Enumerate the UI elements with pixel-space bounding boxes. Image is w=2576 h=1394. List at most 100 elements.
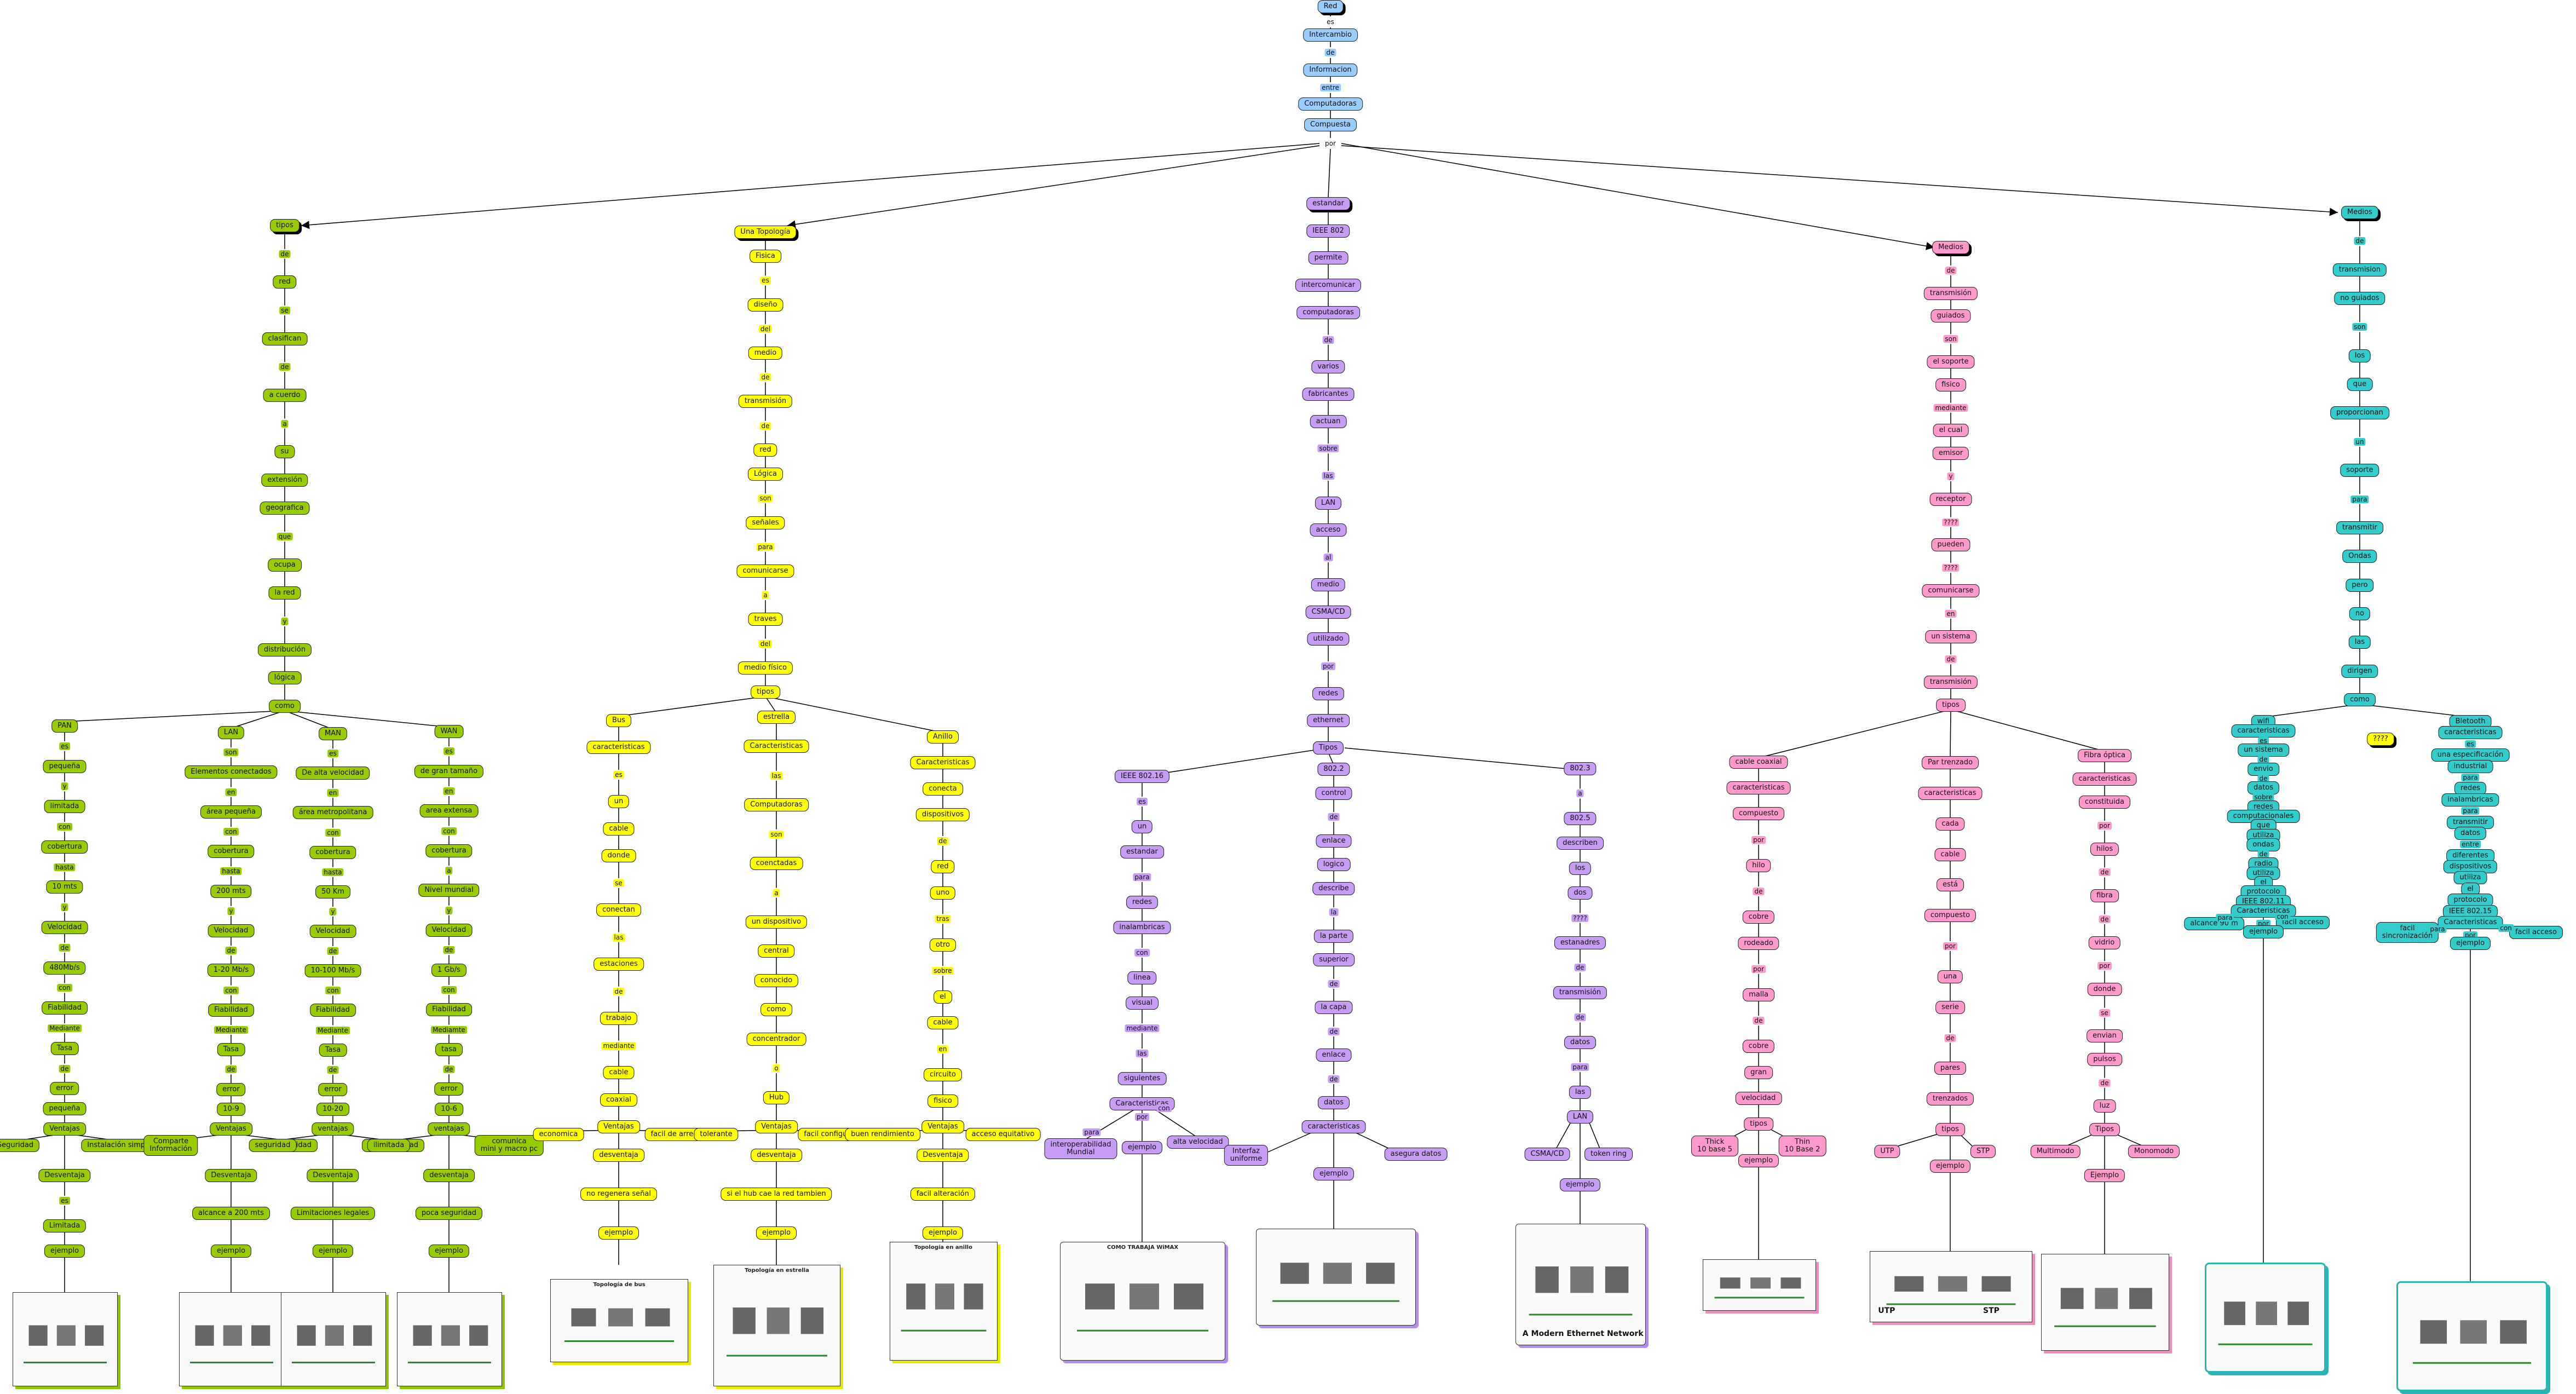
- concept-ventajas[interactable]: Ventajas: [755, 1120, 798, 1133]
- concept-802-2[interactable]: 802.2: [1317, 763, 1350, 776]
- concept-estandar[interactable]: estandar: [1306, 197, 1350, 210]
- concept-el-soporte[interactable]: el soporte: [1927, 355, 1975, 368]
- link-label-mediante[interactable]: mediante: [1933, 404, 1968, 412]
- link-label-de[interactable]: de: [279, 363, 291, 371]
- link-label-para[interactable]: para: [1133, 873, 1151, 881]
- concept-datos[interactable]: datos: [1564, 1035, 1597, 1049]
- link-label-sobre[interactable]: sobre: [932, 967, 954, 975]
- link-label-para[interactable]: para: [2428, 925, 2447, 933]
- concept-donde[interactable]: donde: [601, 849, 636, 863]
- concept-limitaciones-legales[interactable]: Limitaciones legales: [290, 1207, 376, 1220]
- concept-facil-alteracion[interactable]: facil alteración: [910, 1188, 975, 1201]
- concept-economica[interactable]: economica: [533, 1128, 584, 1141]
- concept-transmitir[interactable]: transmitir: [2336, 521, 2383, 534]
- link-label-y[interactable]: y: [61, 903, 68, 912]
- concept-distribucion[interactable]: distribución: [257, 643, 312, 656]
- concept-seguridad[interactable]: Seguridad: [0, 1139, 40, 1152]
- concept-802-3[interactable]: 802.3: [1564, 762, 1597, 775]
- link-label-de[interactable]: de: [59, 1064, 71, 1073]
- concept-enlace[interactable]: enlace: [1316, 834, 1352, 848]
- concept-esta[interactable]: está: [1937, 878, 1964, 892]
- link-label-las[interactable]: las: [1322, 472, 1335, 480]
- concept-ejemplo[interactable]: ejemplo: [44, 1245, 85, 1258]
- link-label-para[interactable]: para: [2216, 914, 2234, 921]
- concept-fabricantes[interactable]: fabricantes: [1302, 387, 1355, 401]
- link-label-de[interactable]: de: [1328, 1027, 1340, 1035]
- link-label-con[interactable]: con: [2498, 924, 2514, 932]
- concept-transmision[interactable]: transmisión: [1553, 986, 1607, 999]
- link-label-y[interactable]: y: [227, 907, 235, 915]
- concept-como[interactable]: como: [760, 1003, 792, 1017]
- concept-medio[interactable]: medio: [748, 347, 783, 360]
- concept-siguientes[interactable]: siguientes: [1117, 1072, 1167, 1085]
- concept-vidrio[interactable]: vidrio: [2088, 936, 2121, 949]
- concept-fiabilidad[interactable]: Fiabilidad: [426, 1003, 472, 1017]
- link-label-a[interactable]: a: [773, 889, 780, 897]
- concept-donde[interactable]: donde: [2087, 982, 2122, 996]
- concept-fiabilidad[interactable]: Fiabilidad: [208, 1003, 254, 1017]
- concept-ejemplo[interactable]: ejemplo: [1738, 1154, 1779, 1167]
- concept-fibra-optica[interactable]: Fibra óptica: [2078, 749, 2131, 762]
- concept-extension[interactable]: extensión: [261, 473, 308, 487]
- concept-coaxial[interactable]: coaxial: [600, 1093, 637, 1107]
- link-label-de[interactable]: de: [443, 1065, 455, 1074]
- concept-una-especificacion[interactable]: una especificación: [2431, 748, 2510, 762]
- link-label-y[interactable]: y: [445, 906, 453, 914]
- link-label-se[interactable]: se: [2099, 1009, 2110, 1017]
- concept-como[interactable]: como: [269, 700, 301, 713]
- concept-ejemplo[interactable]: ejemplo: [428, 1245, 470, 1258]
- concept-ocupa[interactable]: ocupa: [268, 558, 302, 572]
- link-label-en[interactable]: en: [225, 788, 237, 796]
- concept-protocolo[interactable]: protocolo: [2447, 894, 2493, 907]
- concept-diferentes[interactable]: diferentes: [2446, 849, 2494, 862]
- link-label-con[interactable]: con: [441, 986, 457, 994]
- concept-tipos[interactable]: tipos: [1935, 1123, 1965, 1136]
- concept-ieee-802[interactable]: IEEE 802: [1306, 224, 1350, 238]
- concept-velocidad[interactable]: Velocidad: [41, 921, 88, 934]
- concept-alta-velocidad[interactable]: alta velocidad: [1167, 1136, 1229, 1149]
- concept-ejemplo[interactable]: ejemplo: [1121, 1141, 1163, 1154]
- link-label-de[interactable]: de: [1753, 888, 1765, 896]
- concept-comparte-informacion[interactable]: Comparte Información: [143, 1135, 198, 1156]
- concept-cada[interactable]: cada: [1935, 817, 1965, 831]
- link-label-por[interactable]: por: [1135, 1113, 1149, 1121]
- link-label-es[interactable]: es: [59, 742, 70, 750]
- concept-superior[interactable]: superior: [1313, 953, 1355, 967]
- concept-senales[interactable]: señales: [746, 516, 785, 529]
- link-label-con[interactable]: con: [57, 984, 72, 992]
- concept-redes[interactable]: redes: [2454, 782, 2487, 796]
- concept-industrial[interactable]: industrial: [2447, 759, 2493, 773]
- concept-permite[interactable]: permite: [1308, 251, 1348, 265]
- concept-ejemplo[interactable]: ejemplo: [598, 1226, 639, 1240]
- link-label-node[interactable]: ????: [1942, 518, 1960, 526]
- concept-computacionales[interactable]: computacionales: [2227, 810, 2300, 823]
- link-label-hasta[interactable]: hasta: [322, 868, 344, 876]
- concept-logica[interactable]: Lógica: [748, 468, 783, 481]
- link-label-sobre[interactable]: sobre: [1317, 445, 1339, 453]
- concept-monomodo[interactable]: Monomodo: [2128, 1145, 2180, 1158]
- concept-caracteristicas[interactable]: Caracteristicas: [2437, 916, 2503, 929]
- concept-fisico[interactable]: fisico: [1935, 378, 1966, 391]
- link-label-de[interactable]: de: [1945, 266, 1957, 274]
- concept-lan[interactable]: LAN: [217, 726, 245, 739]
- concept-red[interactable]: red: [931, 860, 955, 874]
- concept-caracteristicas[interactable]: caracteristicas: [2072, 772, 2137, 786]
- link-label-hasta[interactable]: hasta: [220, 867, 242, 875]
- link-label-mediante[interactable]: Mediante: [48, 1024, 82, 1032]
- concept-un-sistema[interactable]: un sistema: [1925, 630, 1976, 643]
- concept-10-9[interactable]: 10-9: [217, 1102, 245, 1116]
- concept-red[interactable]: Red: [1317, 0, 1344, 13]
- concept-inalambricas[interactable]: inalambricas: [1113, 921, 1171, 934]
- concept-ilimitada[interactable]: ilimitada: [367, 1139, 411, 1152]
- concept-proporcionan[interactable]: proporcionan: [2330, 406, 2389, 420]
- concept-comunicarse[interactable]: comunicarse: [736, 564, 794, 578]
- concept-datos[interactable]: datos: [1317, 1096, 1350, 1110]
- concept-area-pequena[interactable]: área pequeña: [200, 805, 262, 819]
- link-label-de[interactable]: de: [2257, 850, 2269, 859]
- concept-480mb-s[interactable]: 480Mb/s: [43, 961, 86, 975]
- concept-10-mts[interactable]: 10 mts: [46, 880, 83, 894]
- concept-desventaja[interactable]: Desventaja: [38, 1169, 91, 1182]
- link-label-con[interactable]: con: [441, 827, 457, 835]
- link-label-por[interactable]: por: [1321, 662, 1335, 670]
- concept-interoperabilidad-mundial[interactable]: interoperabilidad Mundial: [1044, 1138, 1117, 1159]
